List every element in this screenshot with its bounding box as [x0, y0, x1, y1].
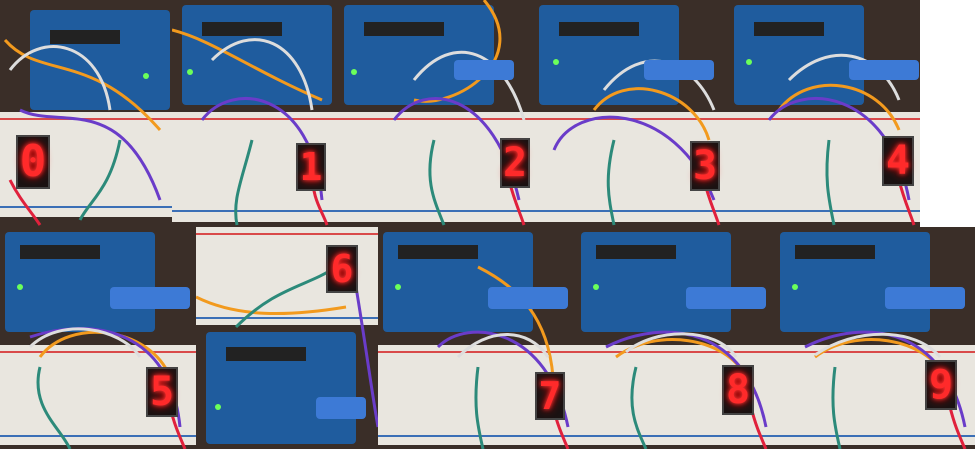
photo-panel-7: 7	[378, 227, 576, 449]
seven-segment-display: 1	[296, 143, 326, 191]
seven-segment-display: 7	[535, 372, 565, 420]
board-scene-4	[729, 0, 920, 227]
board-scene-9	[775, 227, 975, 449]
photo-panel-3: 3	[534, 0, 729, 227]
photo-panel-4: 4	[729, 0, 920, 227]
seven-segment-display: 0	[16, 135, 50, 189]
seven-segment-display: 2	[500, 138, 530, 188]
board-scene-8	[576, 227, 775, 449]
seven-segment-display: 8	[722, 365, 754, 415]
board-scene-2	[334, 0, 534, 227]
photo-panel-9: 9	[775, 227, 975, 449]
seven-segment-display: 6	[326, 245, 358, 293]
board-scene-3	[534, 0, 729, 227]
seven-segment-display: 4	[882, 136, 914, 186]
seven-segment-display: 5	[146, 367, 178, 417]
photo-panel-0: 0	[0, 0, 172, 227]
board-scene-1	[172, 0, 334, 227]
photo-panel-5: 5	[0, 227, 196, 449]
seven-segment-display: 3	[690, 141, 720, 191]
seven-segment-display: 9	[925, 360, 957, 410]
board-scene-6	[196, 227, 378, 449]
board-scene-0	[0, 0, 172, 227]
photo-panel-8: 8	[576, 227, 775, 449]
photo-panel-2: 2	[334, 0, 534, 227]
photo-panel-6: 6	[196, 227, 378, 449]
photo-panel-1: 1	[172, 0, 334, 227]
